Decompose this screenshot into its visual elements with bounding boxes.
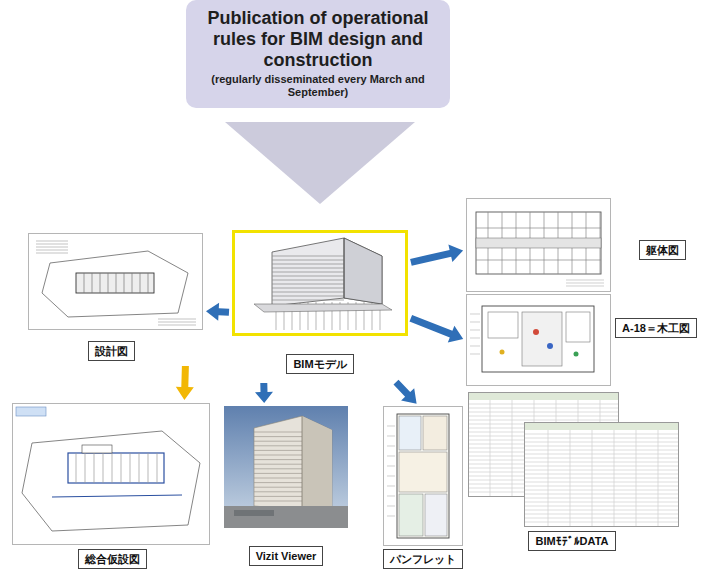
- node-label: BIMモデル: [286, 354, 353, 374]
- flow-arrow: [206, 303, 229, 321]
- node-label: A-18＝木工図: [615, 318, 697, 338]
- flow-arrow: [255, 383, 273, 403]
- node-label: 躯体図: [639, 240, 686, 260]
- flow-arrow: [410, 315, 464, 343]
- subtitle-text: (regularly disseminated every March and …: [196, 73, 440, 99]
- title-box: Publication of operational rules for BIM…: [186, 0, 450, 108]
- title-text: Publication of operational rules for BIM…: [196, 8, 440, 71]
- flow-arrow: [176, 366, 194, 400]
- output-item: BIMモデル: [232, 230, 408, 380]
- output-item: 躯体図: [466, 198, 688, 292]
- node-label: Vizit Viewer: [249, 546, 324, 566]
- node-label: 設計図: [88, 341, 135, 361]
- output-item: パンフレット: [380, 406, 466, 571]
- node-label: パンフレット: [383, 549, 463, 569]
- node-label: BIMﾓﾃﾞﾙDATA: [528, 531, 615, 551]
- illustration: [466, 294, 611, 386]
- illustration: [232, 230, 408, 336]
- illustration: [224, 406, 348, 528]
- output-item: Vizit Viewer: [224, 406, 350, 568]
- output-item: 総合仮設図: [12, 403, 210, 571]
- illustration: [28, 233, 203, 330]
- illustration: [466, 198, 611, 292]
- chevron-arrow: [225, 122, 415, 204]
- illustration: [12, 403, 210, 545]
- flow-arrow: [394, 380, 417, 404]
- output-item: BIMﾓﾃﾞﾙDATA: [468, 392, 680, 553]
- output-item: 設計図: [28, 233, 203, 363]
- illustration: [383, 406, 463, 546]
- flow-arrow: [410, 245, 463, 266]
- illustration: [468, 392, 680, 528]
- output-item: A-18＝木工図: [466, 294, 698, 386]
- node-label: 総合仮設図: [78, 549, 147, 569]
